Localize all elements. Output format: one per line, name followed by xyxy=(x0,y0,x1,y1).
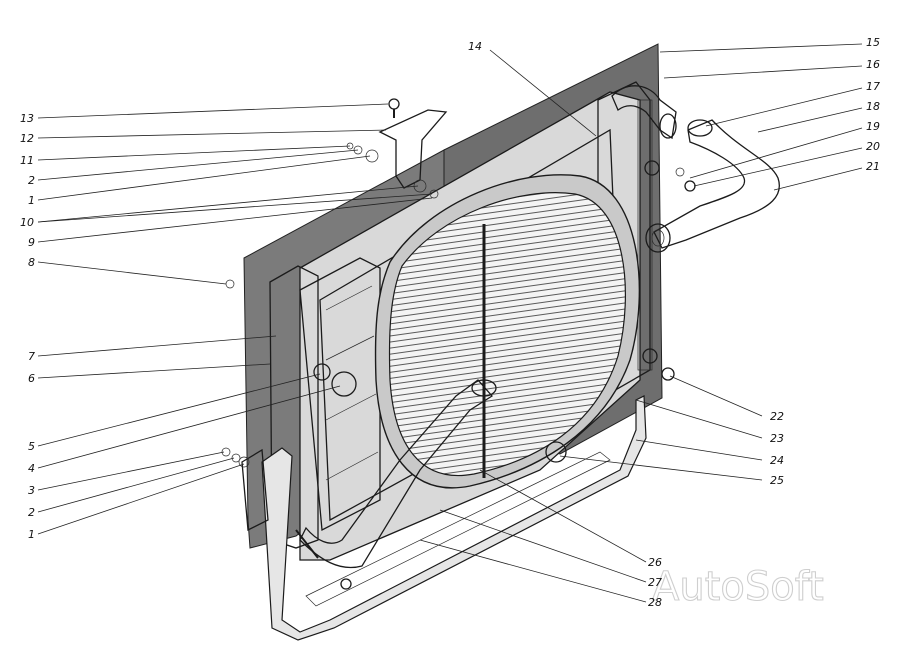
callout-27: 27 xyxy=(648,576,662,589)
callout-7: 7 xyxy=(28,350,35,363)
callout-15: 15 xyxy=(866,36,880,49)
callout-23: 23 xyxy=(770,432,784,445)
leader-lines-left xyxy=(37,49,597,535)
leader-lines-right xyxy=(419,43,863,603)
callout-9: 9 xyxy=(28,236,35,249)
callout-1-top: 1 xyxy=(28,194,35,207)
callout-10: 10 xyxy=(20,216,34,229)
bottom-bracket xyxy=(241,395,647,641)
callout-21: 21 xyxy=(866,160,880,173)
inlet-pipe xyxy=(611,85,677,140)
callout-19: 19 xyxy=(866,120,880,133)
callout-18: 18 xyxy=(866,100,880,113)
callout-17: 17 xyxy=(866,80,880,93)
callout-25: 25 xyxy=(770,474,784,487)
callout-26: 26 xyxy=(648,556,662,569)
callout-12: 12 xyxy=(20,132,34,145)
callout-2-bottom: 2 xyxy=(28,506,35,519)
callout-16: 16 xyxy=(866,58,880,71)
callout-2-top: 2 xyxy=(28,174,35,187)
callouts-left: 13 12 11 2 1 10 9 8 7 6 5 4 3 2 1 14 xyxy=(20,40,482,541)
callout-1-bottom: 1 xyxy=(28,528,35,541)
callout-13: 13 xyxy=(20,112,34,125)
watermark-text: AutoSoft xyxy=(652,564,824,610)
callout-3: 3 xyxy=(28,484,35,497)
callout-20: 20 xyxy=(866,140,880,153)
callout-11: 11 xyxy=(20,154,34,167)
callout-4: 4 xyxy=(28,462,35,475)
callout-28: 28 xyxy=(648,596,662,609)
callouts-right: 15 16 17 18 19 20 21 22 23 24 25 26 27 2… xyxy=(648,36,880,609)
upper-hose xyxy=(645,119,780,253)
callout-8: 8 xyxy=(28,256,35,269)
callout-24: 24 xyxy=(770,454,784,467)
callout-5: 5 xyxy=(28,440,35,453)
lower-hose xyxy=(295,379,497,569)
callout-22: 22 xyxy=(770,410,784,423)
callout-6: 6 xyxy=(28,372,35,385)
callout-14: 14 xyxy=(468,40,482,53)
